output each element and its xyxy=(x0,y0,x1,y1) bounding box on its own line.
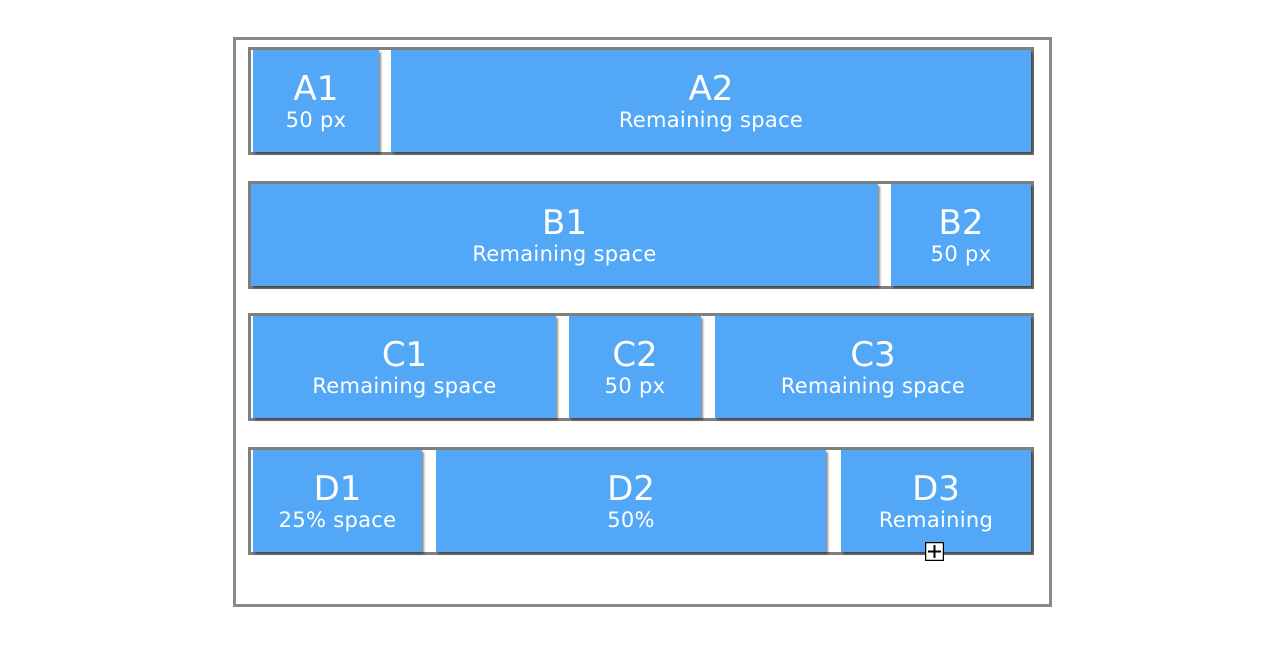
row-a: A1 50 px A2 Remaining space xyxy=(248,47,1034,155)
cell-subtitle: Remaining space xyxy=(780,374,966,398)
cell-d1: D1 25% space xyxy=(253,450,422,552)
row-b: B1 Remaining space B2 50 px xyxy=(248,181,1034,289)
cell-title: D2 xyxy=(607,469,655,509)
cell-subtitle: Remaining space xyxy=(312,374,497,398)
cell-title: B1 xyxy=(542,203,587,243)
cell-subtitle: Remaining xyxy=(878,508,994,532)
cell-c3: C3 Remaining space xyxy=(715,316,1031,418)
cell-d3: D3 Remaining xyxy=(841,450,1031,552)
cell-a2: A2 Remaining space xyxy=(391,50,1031,152)
cell-a1: A1 50 px xyxy=(253,50,379,152)
cell-title: C3 xyxy=(850,335,896,375)
cell-title: A2 xyxy=(688,69,734,109)
cell-subtitle: 50 px xyxy=(604,374,666,398)
cell-subtitle: 50% xyxy=(607,508,655,532)
cell-title: D3 xyxy=(912,469,960,509)
cell-c2: C2 50 px xyxy=(569,316,701,418)
cell-title: C1 xyxy=(381,335,428,375)
cell-b1: B1 Remaining space xyxy=(251,184,878,286)
cell-title: C2 xyxy=(612,335,658,375)
cell-title: B2 xyxy=(938,203,984,243)
cell-subtitle: Remaining space xyxy=(472,242,657,266)
cell-d2: D2 50% xyxy=(436,450,826,552)
cell-b2: B2 50 px xyxy=(891,184,1031,286)
crosshair-box-icon xyxy=(925,542,944,561)
cell-subtitle: 50 px xyxy=(285,108,347,132)
cell-title: D1 xyxy=(313,469,362,509)
cell-subtitle: Remaining space xyxy=(618,108,804,132)
row-c: C1 Remaining space C2 50 px C3 Remaining… xyxy=(248,313,1034,421)
row-d: D1 25% space D2 50% D3 Remaining xyxy=(248,447,1034,555)
cell-subtitle: 50 px xyxy=(930,242,992,266)
cell-c1: C1 Remaining space xyxy=(253,316,556,418)
cell-subtitle: 25% space xyxy=(278,508,397,532)
cell-title: A1 xyxy=(293,69,339,109)
